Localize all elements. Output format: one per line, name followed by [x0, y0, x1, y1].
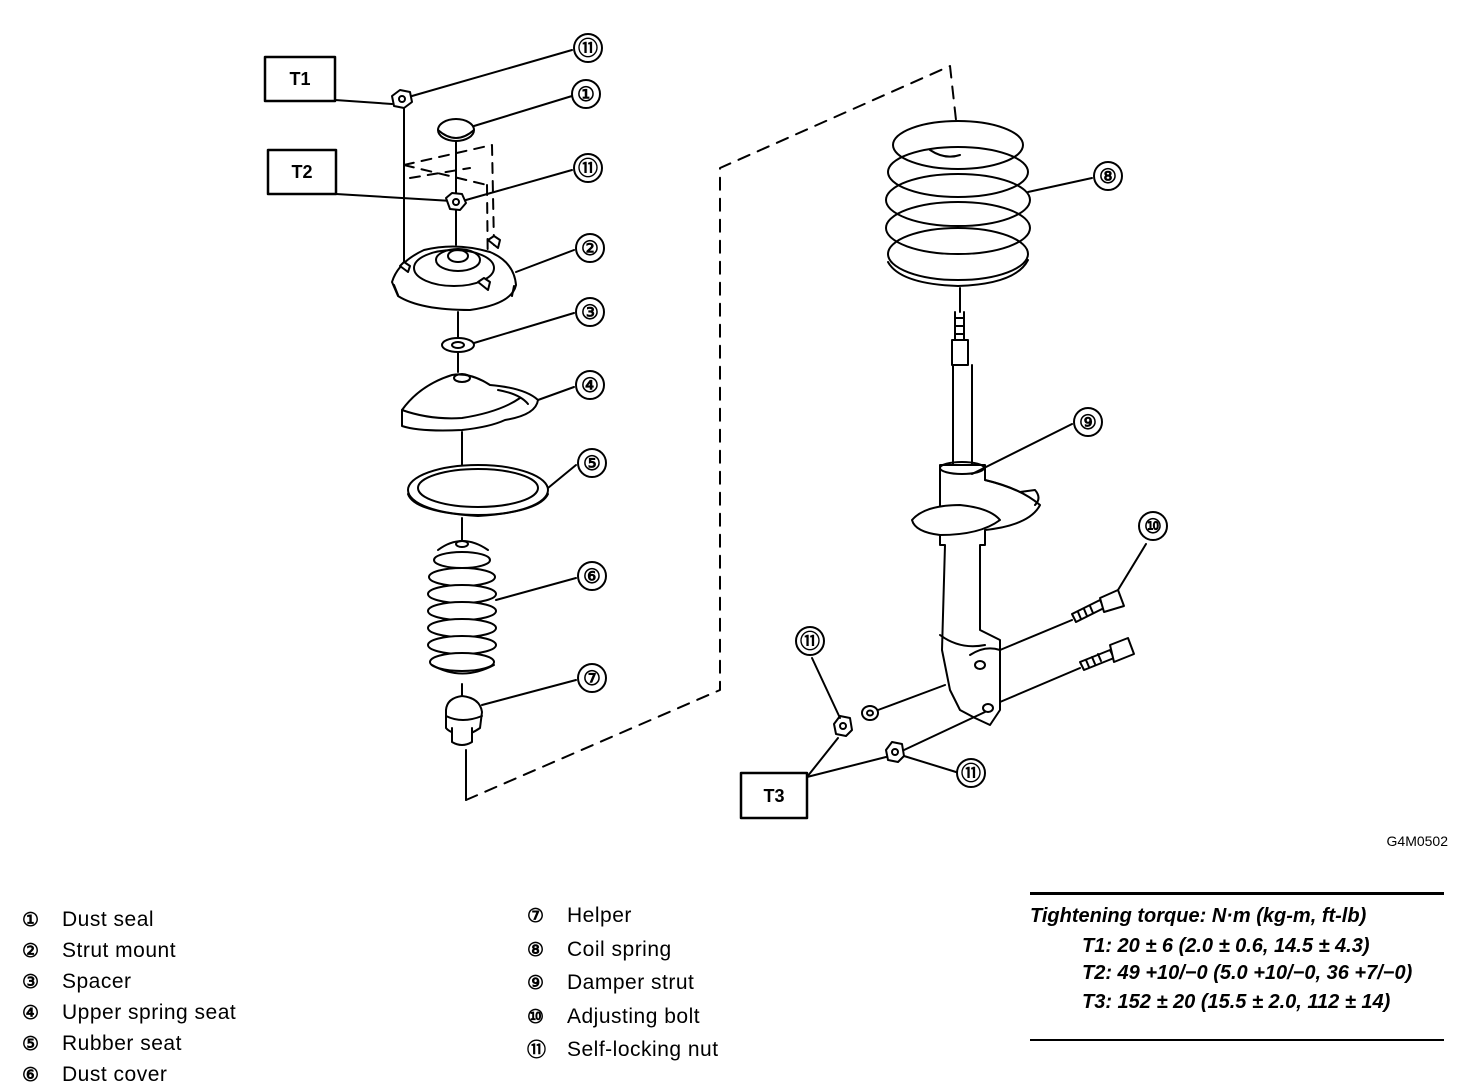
torque-t2: T2: 49 +10/−0 (5.0 +10/−0, 36 +7/−0) [1082, 962, 1413, 984]
t2-box [266, 148, 338, 196]
callout-11-top: ⑪ [578, 37, 598, 60]
t1-box [263, 55, 337, 103]
torque-heading: Tightening torque: N·m (kg-m, ft-lb) [1030, 905, 1367, 927]
legend-label: Upper spring seat [62, 1001, 237, 1024]
legend-label: Helper [567, 904, 632, 927]
callout-9: ⑨ [1079, 412, 1097, 434]
rubber-seat [407, 464, 549, 517]
legend-label: Self-locking nut [567, 1038, 719, 1061]
torque-t1: T1: 20 ± 6 (2.0 ± 0.6, 14.5 ± 4.3) [1082, 935, 1370, 957]
callout-1: ① [577, 84, 595, 106]
t3-box [739, 771, 809, 820]
upper-spring-seat [401, 373, 539, 432]
legend-label: Damper strut [567, 971, 695, 994]
legend-label: Spacer [62, 970, 132, 993]
legend-label: Dust seal [62, 908, 155, 931]
callout-10: ⑩ [1144, 516, 1162, 538]
callout-5: ⑤ [583, 453, 601, 475]
strut-mount [391, 235, 517, 311]
adjusting-bolt-lower [1079, 637, 1135, 671]
figure-code: G4M0502 [1387, 833, 1449, 849]
self-locking-nut-left [833, 715, 853, 737]
legend-label: Coil spring [567, 937, 672, 961]
callout-11-left: ⑪ [800, 630, 820, 653]
t2-label: T2 [291, 162, 312, 182]
legend-label: Strut mount [62, 939, 177, 962]
callout-3: ③ [581, 302, 599, 324]
legend-label: Adjusting bolt [567, 1004, 701, 1028]
helper [445, 695, 483, 746]
callout-7: ⑦ [583, 668, 601, 690]
spacer [441, 337, 475, 353]
adjusting-bolt-upper [1071, 589, 1125, 623]
legend-label: Dust cover [62, 1063, 168, 1086]
callout-8: ⑧ [1099, 166, 1117, 188]
dust-seal [437, 118, 475, 142]
torque-t3: T3: 152 ± 20 (15.5 ± 2.0, 112 ± 14) [1082, 991, 1391, 1013]
callout-11-mid: ⑪ [578, 157, 598, 180]
legend-label: Rubber seat [62, 1032, 182, 1055]
self-locking-nut-middle [445, 192, 467, 211]
dust-cover [427, 540, 497, 675]
self-locking-nut-right [885, 741, 905, 763]
callout-6: ⑥ [583, 566, 601, 588]
damper-strut [911, 311, 1041, 726]
washer [861, 705, 879, 721]
callout-2: ② [581, 238, 599, 260]
callout-11-right: ⑪ [961, 762, 981, 785]
t3-label: T3 [763, 786, 784, 806]
callout-4: ④ [581, 375, 599, 397]
coil-spring [885, 120, 1031, 287]
t1-label: T1 [289, 69, 310, 89]
tightening-torque-table: Tightening torque: N·m (kg-m, ft-lb) T1:… [1030, 892, 1444, 1041]
self-locking-nut-top [391, 89, 413, 109]
